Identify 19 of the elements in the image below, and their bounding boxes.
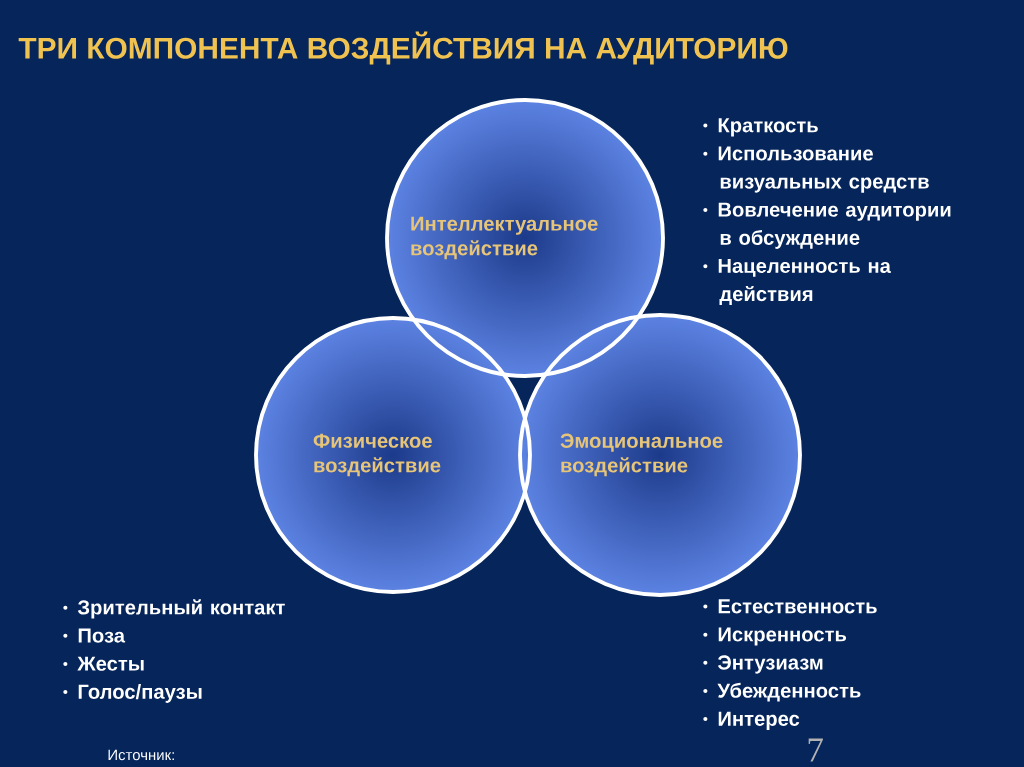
node-label: Нацеленность на действия — [718, 258, 892, 305]
page-number: 7 — [808, 738, 823, 762]
node-label: Убежденность — [717, 682, 861, 702]
source-label: Источник: — [108, 749, 174, 761]
node-label: Голос/паузы — [78, 684, 202, 703]
node-label: Зрительный контакт — [77, 599, 285, 619]
node-label: Энтузиазм — [717, 655, 823, 674]
node-label: Краткость — [718, 118, 818, 137]
node-label: Искренность — [718, 627, 847, 646]
node-label: Вовлечение аудитории в обсуждение — [718, 202, 951, 249]
node-label: Использование визуальных средств — [718, 146, 929, 193]
node-label: Естественность — [718, 599, 877, 614]
bullet-list: Естественность Искренность Энтузиазм Убежденность Интерес — [703, 599, 877, 730]
title: ТРИ КОМПОНЕНТА ВОЗДЕЙСТВИЯ НА АУДИТОРИЮ — [18, 31, 788, 65]
bullet-list: Зрительный контакт Поза Жесты Голос/паузы — [63, 599, 285, 703]
bullet-list: Краткость Использование визуальных средств Вовлечение аудитории в обсуждение Нацеленность на действия — [703, 118, 951, 305]
node-label: Жесты — [77, 656, 144, 671]
node-label: Интерес — [718, 711, 800, 730]
node-label: Поза — [78, 628, 126, 643]
